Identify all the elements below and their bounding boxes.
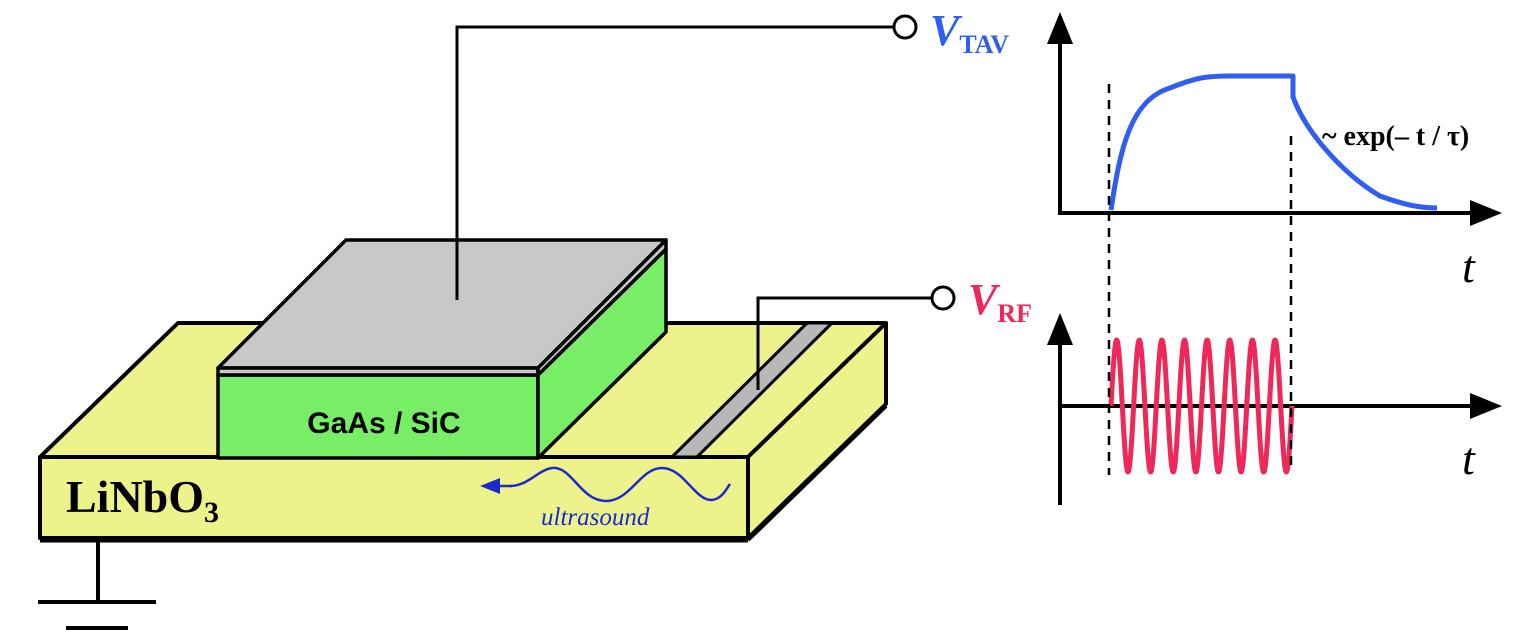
ultrasound-label: ultrasound: [541, 504, 650, 531]
tav-signal-curve: [1108, 73, 1438, 211]
rf-plot: t: [1047, 313, 1502, 505]
decay-formula: ~ exp(– t / τ): [1322, 121, 1469, 152]
film-label: GaAs / SiC: [307, 407, 460, 440]
rf-x-arrowhead: [1470, 393, 1502, 419]
wave-curve: [509, 466, 732, 503]
tav-plot: ~ exp(– t / τ) t: [1047, 12, 1502, 292]
tav-terminal: [892, 14, 918, 40]
substrate-front-face: [38, 455, 750, 540]
film-sample: [216, 238, 668, 460]
rf-time-label: t: [1462, 433, 1476, 484]
rf-y-arrowhead: [1047, 313, 1073, 345]
rf-wire: [756, 296, 931, 390]
interdigital-transducer: [668, 321, 836, 459]
rf-signal-curve: [1108, 337, 1295, 475]
tav-x-arrowhead: [1470, 200, 1502, 226]
ultrasound-wave: [480, 466, 732, 503]
substrate-label: LiNbO3: [66, 471, 219, 529]
v-tav-label: VTAV: [930, 6, 1009, 59]
tav-wire: [455, 25, 893, 300]
electrode-front-edge: [216, 366, 540, 377]
v-rf-label: VRF: [968, 275, 1032, 328]
electrode-side-edge: [536, 238, 668, 377]
tav-time-label: t: [1462, 241, 1476, 292]
wave-arrow-head: [480, 478, 500, 494]
rf-terminal: [930, 285, 956, 311]
tav-y-arrowhead: [1047, 12, 1073, 44]
ground-symbol: [38, 542, 156, 630]
wiring: [455, 25, 931, 390]
